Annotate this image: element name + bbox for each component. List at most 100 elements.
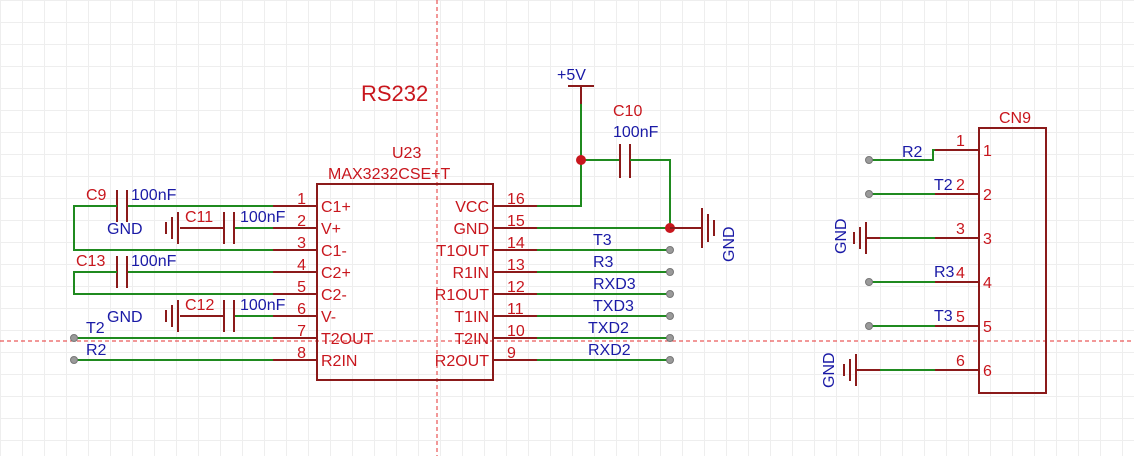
- wire-endpoint[interactable]: [666, 246, 674, 254]
- net-label-r2: R2: [902, 144, 923, 161]
- connector-cn9[interactable]: CN9 1 2 3 4 5 6 1 2 3 4 5 6: [935, 110, 1047, 394]
- pin-number: 3: [297, 235, 306, 252]
- capacitor-c10[interactable]: C10 100nF: [581, 103, 671, 228]
- c9-ref: C9: [86, 187, 107, 204]
- left-net-wires: T2 R2: [70, 320, 273, 364]
- net-label-t2: T2: [86, 320, 105, 337]
- pin-name: GND: [453, 221, 489, 238]
- net-wire[interactable]: [869, 149, 935, 161]
- net-label-r3: R3: [934, 264, 955, 281]
- c12-value: 100nF: [240, 297, 286, 314]
- c11-ref: C11: [185, 209, 213, 226]
- pin-name: 4: [983, 275, 992, 292]
- pin-name: C1+: [321, 199, 351, 216]
- wire-endpoint[interactable]: [70, 334, 78, 342]
- junction-dot: [576, 155, 586, 165]
- capacitor-c9[interactable]: C9 100nF: [73, 187, 273, 251]
- c10-wire-right: [630, 159, 671, 228]
- net-label-rxd2: RXD2: [588, 342, 631, 359]
- pin-number: 4: [956, 265, 965, 282]
- pin-name: C2+: [321, 265, 351, 282]
- gnd-label: GND: [107, 309, 143, 326]
- gnd-label: GND: [821, 352, 838, 388]
- c13-ref: C13: [76, 253, 105, 270]
- wire-endpoint[interactable]: [666, 312, 674, 320]
- chip-left-pins: 1 2 3 4 5 6 7 8 C1+ V+ C1- C2+ C2- V- T2…: [273, 191, 374, 370]
- pin-name: R2OUT: [435, 353, 489, 370]
- pin-name: 5: [983, 319, 992, 336]
- net-label-rxd3: RXD3: [593, 276, 636, 293]
- right-net-wires: T3 R3 RXD3 TXD3 TXD2 RXD2: [537, 160, 674, 364]
- connector-body[interactable]: [978, 127, 1047, 394]
- gnd-symbol-c12[interactable]: GND: [107, 300, 179, 332]
- wire-endpoint[interactable]: [865, 156, 873, 164]
- pin-name: T1IN: [454, 309, 489, 326]
- pin-number: 11: [507, 301, 524, 318]
- pin-number: 2: [297, 213, 306, 230]
- gnd-symbol-cn9-pin6[interactable]: GND: [821, 352, 880, 388]
- pin-number: 7: [297, 323, 306, 340]
- net-label-txd2: TXD2: [588, 320, 629, 337]
- pin-number: 5: [297, 279, 306, 296]
- gnd-label: GND: [107, 221, 143, 238]
- vcc-power-symbol[interactable]: +5V: [557, 67, 594, 160]
- vcc-wire[interactable]: [537, 160, 582, 207]
- pin-name: T2IN: [454, 331, 489, 348]
- pin-number: 9: [507, 345, 516, 362]
- pin-name: C1-: [321, 243, 347, 260]
- connector-ref: CN9: [999, 110, 1031, 127]
- vcc-label: +5V: [557, 67, 586, 84]
- gnd-symbol-c11[interactable]: GND: [107, 212, 179, 244]
- c13-value: 100nF: [131, 253, 177, 270]
- c9-value: 100nF: [131, 187, 177, 204]
- pin-number: 10: [507, 323, 525, 340]
- gnd-label: GND: [833, 218, 850, 254]
- pin-name: T2OUT: [321, 331, 374, 348]
- pin-number: 5: [956, 309, 965, 326]
- net-label-t2: T2: [934, 177, 953, 194]
- capacitor-c12[interactable]: C12 100nF: [180, 297, 286, 332]
- pin-number: 6: [956, 353, 965, 370]
- pin-number: 14: [507, 235, 525, 252]
- pin-number: 8: [297, 345, 306, 362]
- net-label-r3: R3: [593, 254, 614, 271]
- chip-gnd-symbol[interactable]: GND: [670, 208, 738, 262]
- pin-number: 2: [956, 177, 965, 194]
- capacitor-c11[interactable]: C11 100nF: [180, 209, 286, 244]
- net-label-r2: R2: [86, 342, 107, 359]
- pin-number: 6: [297, 301, 306, 318]
- schematic-title: RS232: [361, 81, 428, 106]
- pin-name: V-: [321, 309, 336, 326]
- wire-endpoint[interactable]: [666, 356, 674, 364]
- net-label-t3: T3: [934, 308, 953, 325]
- wire-endpoint[interactable]: [666, 268, 674, 276]
- c9-wire-loop: [73, 205, 273, 251]
- pin-name: 1: [983, 143, 992, 160]
- pin-name: VCC: [455, 199, 489, 216]
- pin-name: V+: [321, 221, 341, 238]
- wire-endpoint[interactable]: [666, 290, 674, 298]
- c13-wire-loop: [73, 271, 273, 295]
- wire-endpoint[interactable]: [865, 278, 873, 286]
- c10-ref: C10: [613, 103, 642, 120]
- chip-part-number: MAX3232CSE+T: [328, 166, 451, 183]
- wire-endpoint[interactable]: [865, 190, 873, 198]
- pin-name: 3: [983, 231, 992, 248]
- pin-name: C2-: [321, 287, 347, 304]
- pin-number: 3: [956, 221, 965, 238]
- pin-number: 15: [507, 213, 525, 230]
- capacitor-c13[interactable]: C13 100nF: [73, 253, 273, 295]
- chip-body[interactable]: [316, 183, 494, 381]
- c12-ref: C12: [185, 297, 214, 314]
- pin-number: 4: [297, 257, 306, 274]
- pin-name: R1OUT: [435, 287, 489, 304]
- wire-endpoint[interactable]: [666, 334, 674, 342]
- wire-endpoint[interactable]: [70, 356, 78, 364]
- wire-endpoint[interactable]: [865, 322, 873, 330]
- gnd-label: GND: [721, 226, 738, 262]
- chip-right-pins: 16 15 14 13 12 11 10 9 VCC GND T1OUT R1I…: [435, 191, 537, 370]
- net-label-t3: T3: [593, 232, 612, 249]
- gnd-symbol-cn9-pin3[interactable]: GND: [833, 218, 880, 254]
- pin-number: 12: [507, 279, 525, 296]
